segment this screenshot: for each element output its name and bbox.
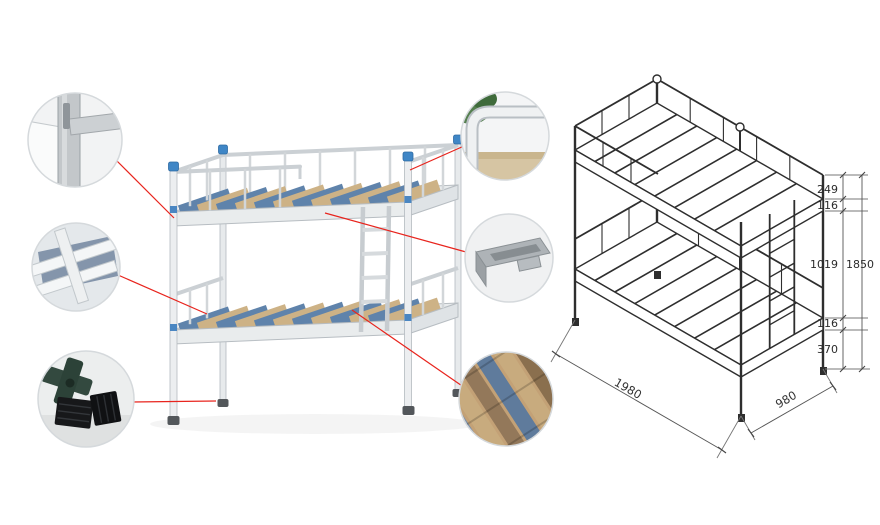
bottom-deck — [172, 297, 459, 345]
callout-plastic-feet — [37, 350, 135, 448]
callout-leader-lines — [112, 145, 469, 403]
dim-lower-frame: 116 — [817, 317, 838, 330]
callout-corner-joint — [27, 92, 123, 188]
dim-overall-height: 1850 — [846, 258, 874, 271]
connector-sleeves — [170, 196, 412, 331]
ladder — [358, 205, 392, 333]
bed-photo — [150, 134, 480, 434]
bed-feet — [167, 389, 464, 425]
iso-lower-deck — [573, 221, 825, 379]
dim-length: 1980 — [612, 375, 644, 402]
iso-cap-ball-mid — [735, 122, 745, 132]
iso-ladder — [768, 200, 796, 349]
top-deck — [172, 179, 459, 227]
callout-guardrail-tube — [460, 91, 550, 181]
dim-clearance: 370 — [817, 343, 838, 356]
dimension-labels: 249 116 1019 1850 116 370 1980 980 — [612, 183, 874, 411]
post-caps — [168, 134, 463, 172]
dim-upper-frame: 116 — [817, 199, 838, 212]
post-front-right — [404, 157, 412, 411]
iso-diagram — [572, 74, 827, 422]
bed-shadow — [150, 414, 480, 434]
iso-feet — [572, 271, 827, 422]
iso-upper-deck — [573, 102, 825, 260]
post-front-left — [169, 167, 178, 421]
dimension-lines — [550, 171, 870, 459]
dim-guard-height: 249 — [817, 183, 838, 196]
dim-bunk-gap: 1019 — [810, 258, 838, 271]
top-guard-front — [171, 164, 302, 211]
callout-connector-bracket — [464, 213, 554, 303]
iso-cap-ball-left — [652, 74, 662, 84]
top-guard-back — [222, 143, 459, 194]
callout-end-rail — [31, 222, 121, 312]
top-deck-slats — [177, 179, 442, 218]
